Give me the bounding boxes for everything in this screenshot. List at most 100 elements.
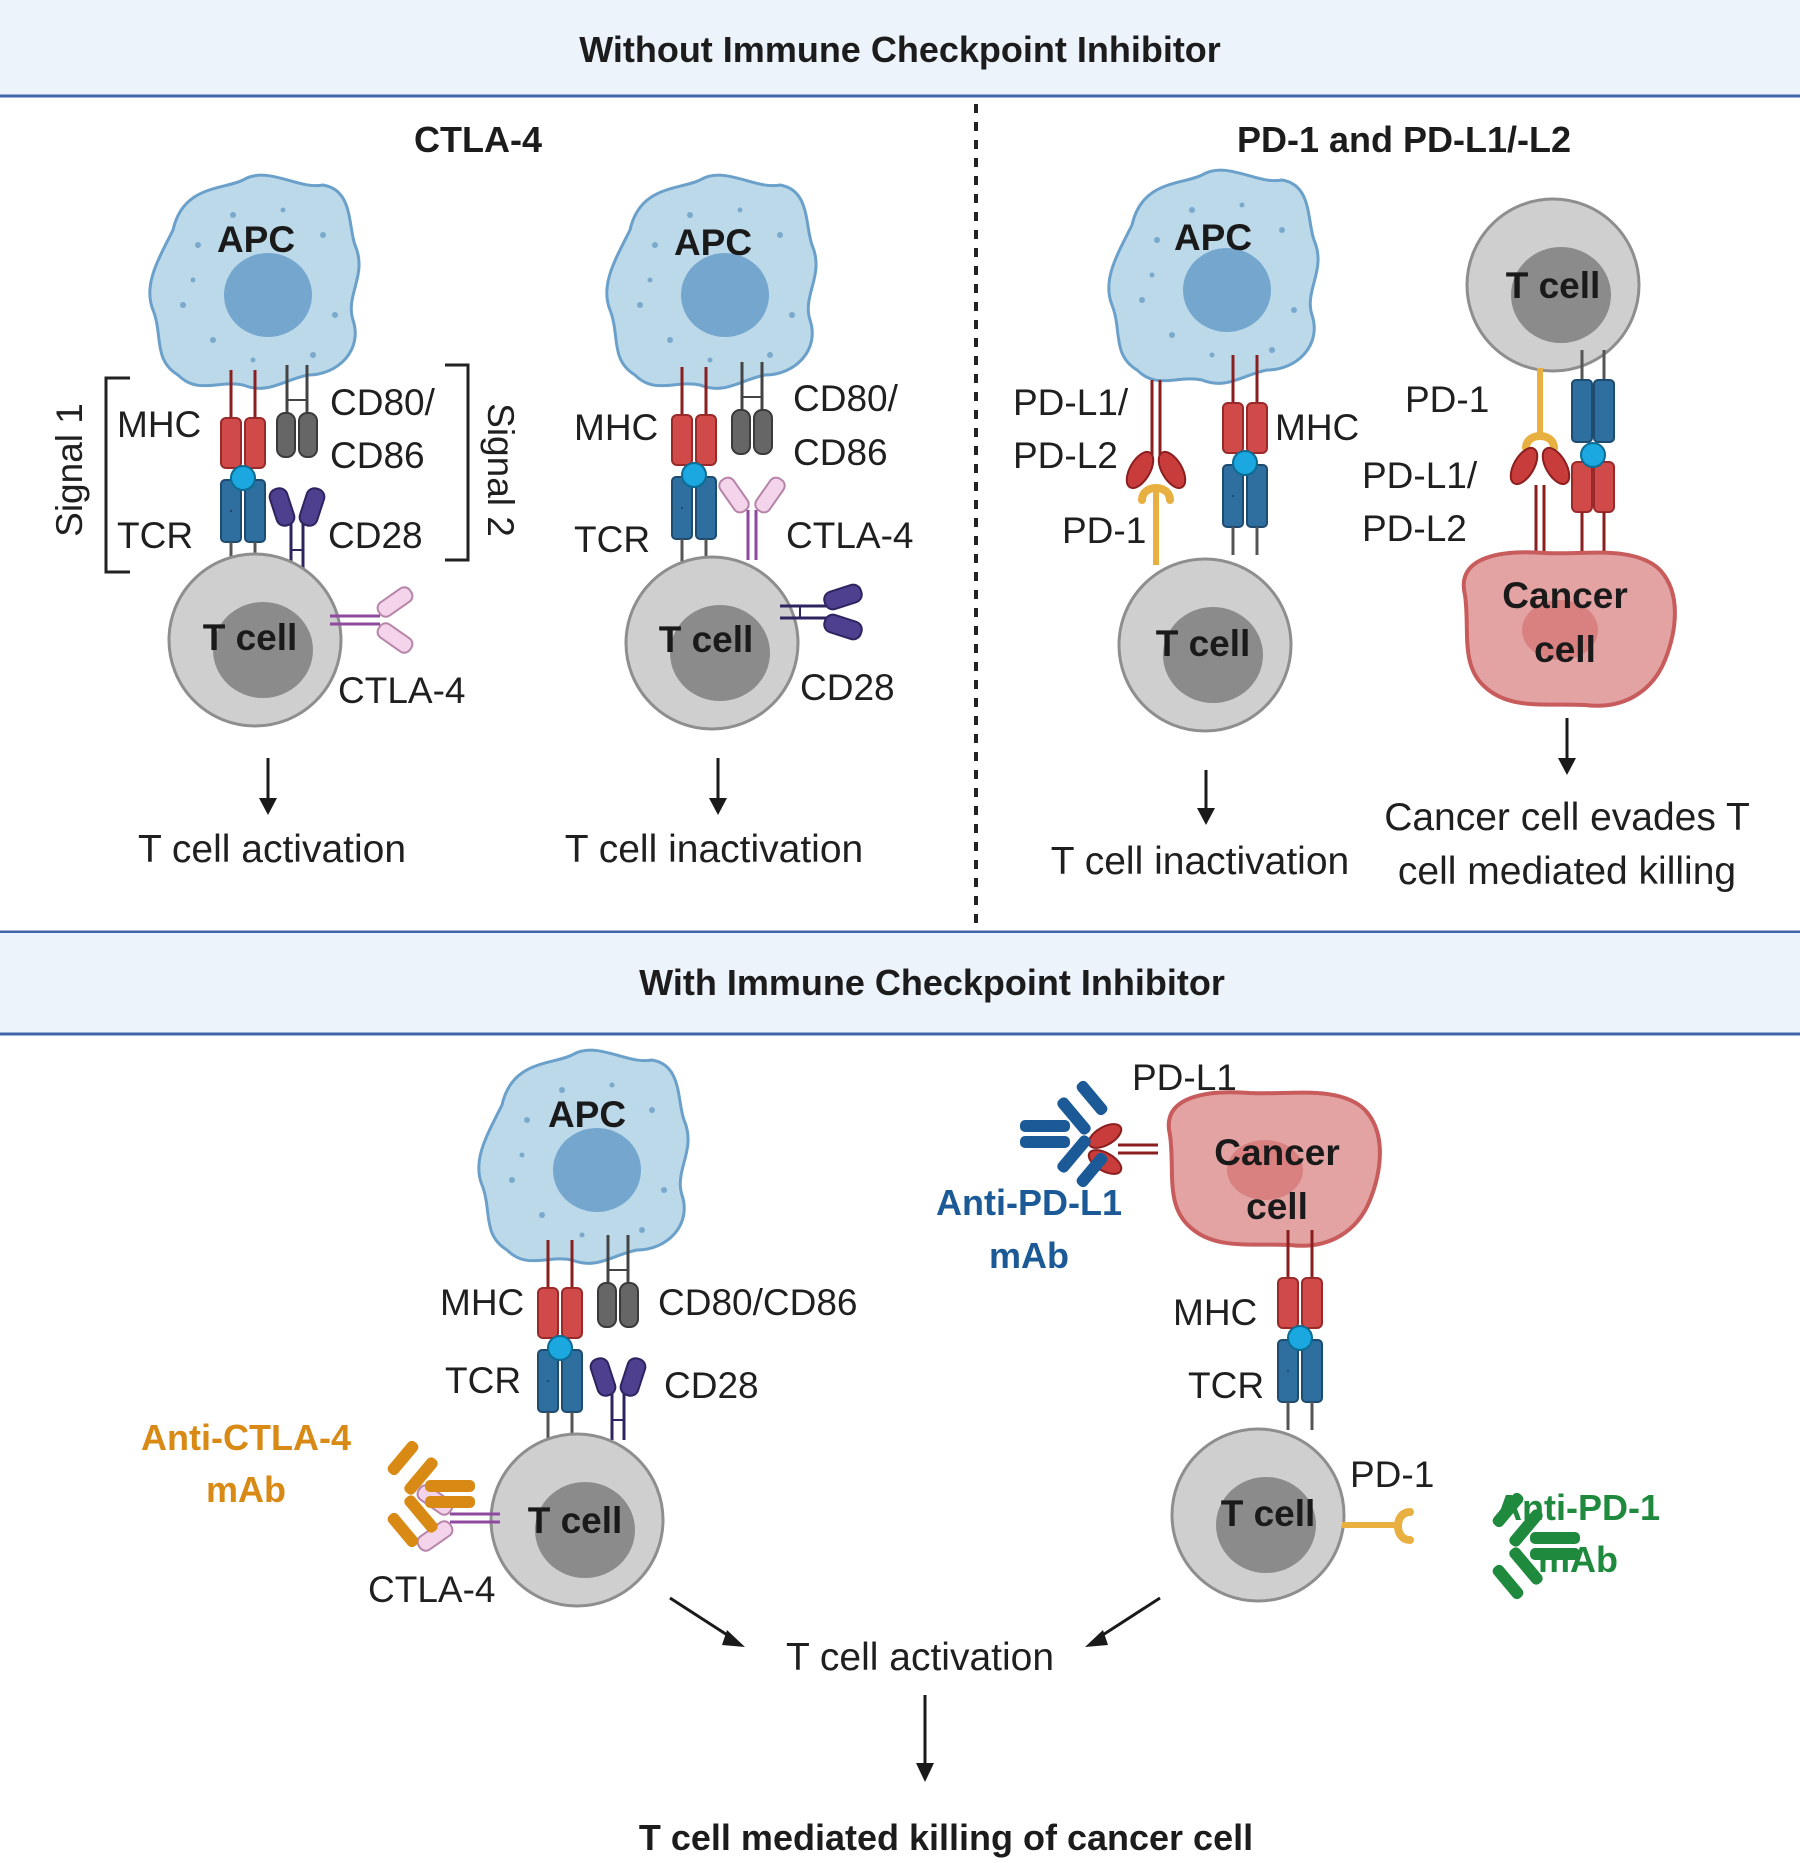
mhc-label: MHC (1173, 1292, 1257, 1333)
pd1-head (1522, 432, 1558, 452)
pd1-label: PD-1 (1350, 1454, 1434, 1495)
pdl1-label: PD-L1 (1132, 1057, 1237, 1098)
panel-d: T cell Cancer cell PD-1 PD-L1/ PD-L2 Can… (1362, 197, 1750, 893)
cancer-label-line2: cell (1534, 629, 1596, 670)
pd1-label: PD-1 (1062, 510, 1146, 551)
pdl-label-line2: PD-L2 (1362, 508, 1467, 549)
anti-ctla4-label-line2: mAb (206, 1469, 286, 1510)
header-with: With Immune Checkpoint Inhibitor (639, 962, 1225, 1003)
mhc-label: MHC (440, 1282, 524, 1323)
cd28-label: CD28 (800, 667, 895, 708)
apc-cell (148, 173, 361, 390)
arrow-left-to-activation (669, 1596, 736, 1642)
mhc-tcr-complex (1276, 1228, 1324, 1432)
section-title-ctla4: CTLA-4 (414, 119, 542, 160)
tcr-chain (1571, 379, 1593, 443)
arrowhead-b (709, 798, 727, 815)
caption-b: T cell inactivation (565, 828, 863, 871)
pdl-label-line1: PD-L1/ (1013, 382, 1129, 423)
t-cell-label: T cell (203, 617, 298, 658)
cd80-label-line1: CD80/ (793, 378, 899, 419)
header-without: Without Immune Checkpoint Inhibitor (579, 29, 1221, 70)
mhc-tcr-complex (1221, 353, 1269, 557)
cd80-label-line2: CD86 (330, 435, 425, 476)
activation-label: T cell activation (786, 1636, 1054, 1679)
mhc-tcr-complex (670, 365, 718, 569)
cancer-label-line1: Cancer (1214, 1132, 1339, 1173)
cancer-label-line2: cell (1246, 1186, 1308, 1227)
apc-cell (605, 173, 818, 390)
apc-label: APC (217, 219, 295, 260)
header-band-with (0, 933, 1800, 1034)
pd1-head (1394, 1508, 1414, 1544)
anti-pd1-label-line1: Anti-PD-1 (1496, 1487, 1660, 1528)
apc-label: APC (548, 1094, 626, 1135)
bracket-signal2 (445, 363, 470, 562)
pdl-head-left (1125, 450, 1155, 490)
mhc-tcr-complex (219, 368, 267, 572)
panel-a: APC T cell Signal 1 Signal 2 MHC TCR CD8… (49, 173, 521, 871)
apc-cell (477, 1048, 690, 1265)
tcr-label: TCR (117, 515, 193, 556)
header-band-without (0, 0, 1800, 96)
t-cell-label: T cell (1221, 1493, 1316, 1534)
ctla4-label: CTLA-4 (786, 515, 913, 556)
anti-pd1-label-line2: mAb (1538, 1539, 1618, 1580)
pdl-head-right (1541, 446, 1571, 486)
arrow-right-to-activation (1094, 1596, 1161, 1642)
t-cell-label: T cell (659, 619, 754, 660)
pdl-label-line1: PD-L1/ (1362, 455, 1478, 496)
final-outcome-label: T cell mediated killing of cancer cell (639, 1817, 1253, 1858)
pdl-head-right (1157, 450, 1187, 490)
arrowhead-right (1085, 1630, 1108, 1647)
panel-c: APC T cell PD-L1/ PD-L2 PD-1 MHC T cell … (1013, 168, 1359, 883)
ctla4-label: CTLA-4 (338, 670, 465, 711)
panel-b: APC T cell MHC TCR CD80/ CD86 CTLA-4 CD2… (565, 173, 913, 871)
mhc-label: MHC (117, 404, 201, 445)
mhc-chain (1571, 461, 1593, 513)
mhc-label: MHC (1275, 407, 1359, 448)
cd80-label-line1: CD80/ (330, 382, 436, 423)
t-cell-label: T cell (1156, 623, 1251, 664)
cd80-label-line2: CD86 (793, 432, 888, 473)
bracket-signal1 (104, 376, 130, 574)
arrowhead-d (1558, 758, 1576, 775)
ctla4-receptor (328, 583, 417, 657)
mhc-label: MHC (574, 407, 658, 448)
pdl-label-line2: PD-L2 (1013, 435, 1118, 476)
cd28-label: CD28 (328, 515, 423, 556)
anti-pdl1-label-line2: mAb (989, 1235, 1069, 1276)
section-title-pd1: PD-1 and PD-L1/-L2 (1237, 119, 1571, 160)
cd80-label: CD80/CD86 (658, 1282, 857, 1323)
apc-label: APC (674, 222, 752, 263)
apc-cell (1107, 168, 1320, 385)
cancer-label-line1: Cancer (1502, 575, 1627, 616)
t-cell-label: T cell (528, 1500, 623, 1541)
ctla4-receptor (715, 473, 789, 562)
caption-d-line2: cell mediated killing (1398, 850, 1736, 893)
cd28-receptor (587, 1354, 649, 1442)
apc-label: APC (1174, 217, 1252, 258)
arrowhead-c (1197, 808, 1215, 825)
pd1-head (1138, 484, 1174, 504)
arrowhead-a (259, 798, 277, 815)
t-cell-label: T cell (1506, 265, 1601, 306)
tcr-label: TCR (445, 1360, 521, 1401)
signal2-label: Signal 2 (480, 403, 521, 537)
anti-ctla4-label-line1: Anti-CTLA-4 (141, 1417, 351, 1458)
tcr-label: TCR (1188, 1365, 1264, 1406)
caption-d-line1: Cancer cell evades T (1384, 796, 1750, 839)
tcr-label: TCR (574, 519, 650, 560)
ctla4-label: CTLA-4 (368, 1569, 495, 1610)
bottom-right-panel: Cancer cell T cell PD-L1 Anti-PD-L1 mAb … (936, 1057, 1660, 1603)
caption-c: T cell inactivation (1051, 840, 1349, 883)
antigen (1580, 442, 1606, 468)
outcome: T cell activation T cell mediated killin… (639, 1596, 1253, 1858)
anti-pdl1-label-line1: Anti-PD-L1 (936, 1182, 1122, 1223)
arrowhead-left (722, 1630, 745, 1647)
mhc-tcr-complex (536, 1238, 584, 1442)
bottom-left-panel: APC T cell MHC TCR CD80/CD86 CD28 CTLA-4… (141, 1048, 857, 1610)
signal1-label: Signal 1 (49, 403, 90, 537)
pd1-label: PD-1 (1405, 379, 1489, 420)
